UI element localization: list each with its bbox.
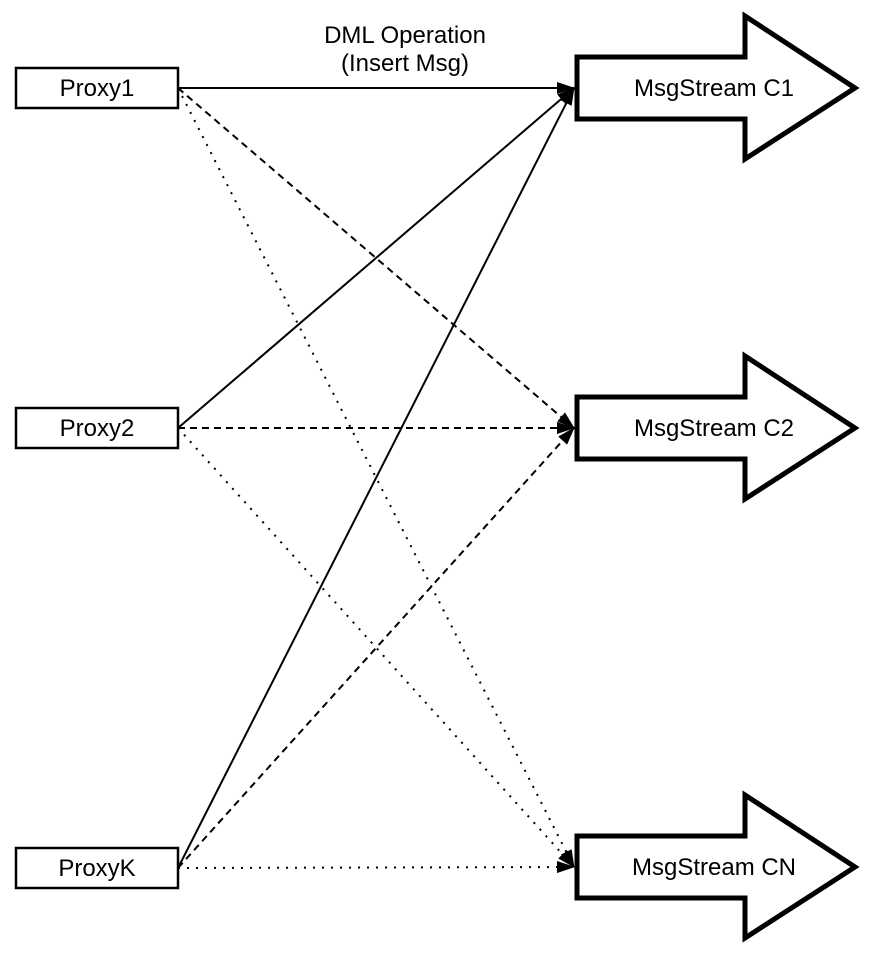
proxy1-box <box>14 66 180 110</box>
node-msgstream-c2: MsgStream C2 <box>574 351 860 504</box>
msgstream-cn-label: MsgStream CN <box>632 854 796 881</box>
edge-proxy2-c1 <box>177 87 575 429</box>
proxyK-label: ProxyK <box>58 855 135 882</box>
msgstream-c1-arrow-shape <box>574 11 860 164</box>
node-msgstream-c1: MsgStream C1 <box>574 11 860 164</box>
msgstream-c1-label: MsgStream C1 <box>634 75 794 102</box>
edge-proxyK-c2 <box>177 427 575 869</box>
node-proxyK: ProxyK <box>14 846 180 890</box>
edges-layer <box>177 82 575 874</box>
edge-proxy1-c2 <box>177 87 575 429</box>
diagram-title-line1: DML Operation <box>324 22 486 49</box>
diagram-title-line2: (Insert Msg) <box>341 50 469 77</box>
edge-proxyK-c1 <box>177 87 575 869</box>
proxy2-box <box>14 406 180 450</box>
proxy2-label: Proxy2 <box>60 415 135 442</box>
edge-proxy1-cn <box>177 87 575 868</box>
edge-proxyK-cn <box>177 861 575 874</box>
node-proxy1: Proxy1 <box>14 66 180 110</box>
proxyK-box <box>14 846 180 890</box>
proxy1-label: Proxy1 <box>60 75 135 102</box>
msgstream-c2-arrow-shape <box>574 351 860 504</box>
node-msgstream-cn: MsgStream CN <box>574 790 860 943</box>
msgstream-cn-arrow-shape <box>574 790 860 943</box>
diagram-title: DML Operation (Insert Msg) <box>324 22 486 77</box>
node-proxy2: Proxy2 <box>14 406 180 450</box>
msgstream-c2-label: MsgStream C2 <box>634 415 794 442</box>
